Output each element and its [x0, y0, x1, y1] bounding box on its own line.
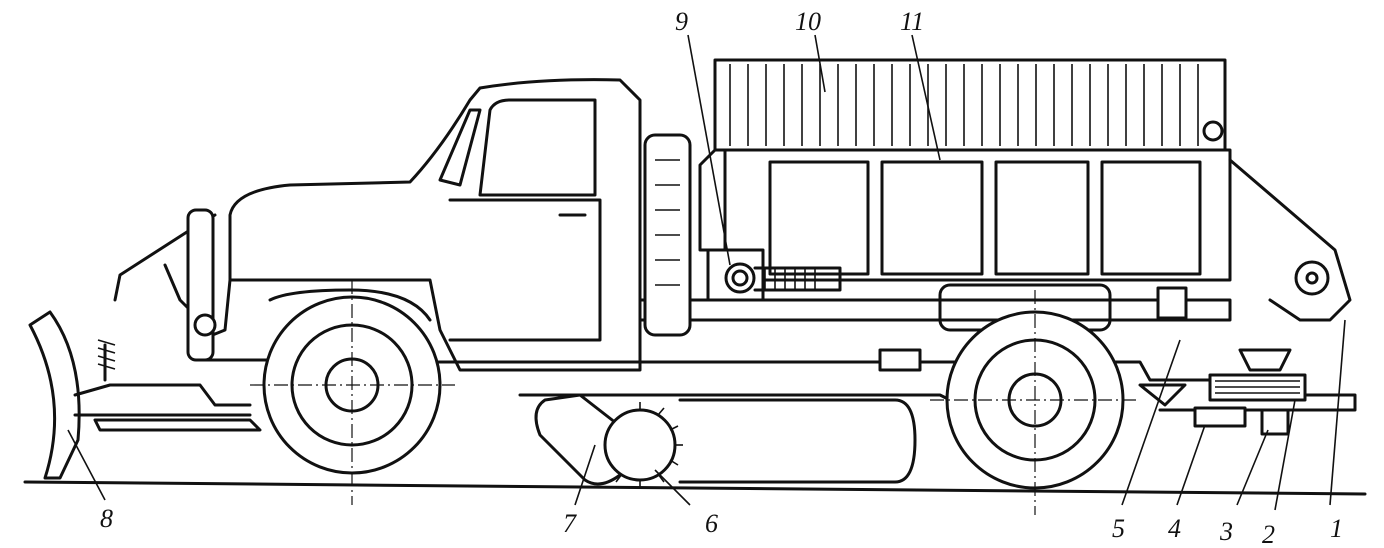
water-tank [678, 398, 917, 484]
label-11: 11 [900, 7, 924, 36]
label-10: 10 [795, 7, 821, 36]
label-5: 5 [1112, 514, 1125, 543]
truck-cab [198, 78, 692, 372]
hopper-lower-box [698, 148, 1352, 322]
label-1: 1 [1330, 514, 1343, 543]
hopper-body [713, 58, 1227, 152]
label-8: 8 [100, 504, 113, 533]
ground-line [23, 480, 1367, 496]
chassis-frame [418, 283, 1357, 436]
winch-drum [706, 248, 842, 302]
snow-plow-blade [28, 208, 262, 480]
front-wheel [250, 280, 455, 505]
label-2: 2 [1262, 520, 1275, 548]
callout-lines [67, 34, 1346, 511]
label-9: 9 [675, 7, 688, 36]
label-6: 6 [705, 509, 718, 538]
sweeper-brush [534, 393, 683, 488]
label-7: 7 [563, 509, 577, 538]
label-3: 3 [1219, 517, 1233, 546]
rear-wheel [930, 290, 1140, 515]
label-4: 4 [1168, 514, 1181, 543]
